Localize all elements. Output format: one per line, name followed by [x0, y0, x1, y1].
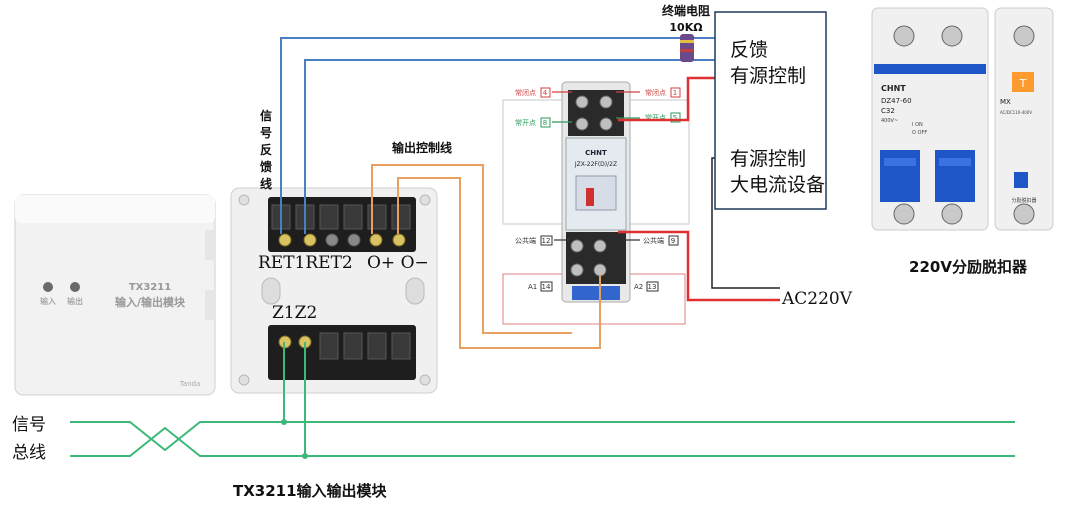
wires: [70, 37, 1015, 457]
input-led-label: 输入: [40, 296, 56, 306]
relay-nc-right-num: 1: [673, 89, 677, 97]
bus-node-z2: [302, 453, 308, 459]
bus-line-2: [70, 426, 1015, 457]
module-base: [230, 187, 438, 394]
breaker-handle-right: [935, 150, 975, 202]
sfl-char-5: 线: [260, 176, 272, 191]
signal-feedback-line-label: 信 号 反 馈 线: [260, 108, 272, 191]
breaker-on-label: I ON: [912, 122, 923, 128]
module-model: TX3211: [129, 282, 171, 293]
red-wire-active-control: [618, 76, 728, 122]
input-led: [43, 282, 53, 292]
relay-coil-right-num: 13: [648, 283, 657, 291]
breaker-voltage: 400V~: [881, 118, 898, 124]
breaker-handle-left: [880, 150, 920, 202]
breaker-caption: 220V分励脱扣器: [909, 258, 1028, 276]
aux-voltage: AC/DC110-400V: [1000, 110, 1032, 115]
relay-coil-right: A2: [634, 283, 643, 291]
svg-text:T: T: [1019, 77, 1027, 90]
resistor-value: 10KΩ: [669, 21, 703, 34]
label-terminal-z: Z1Z2: [272, 303, 317, 323]
relay: CHNT JZX-22F(D)/2Z 常闭点 4 常闭点 1 常开点 8 常开点…: [502, 81, 690, 325]
label-active-control-1: 有源控制: [730, 65, 806, 87]
label-active-control-2: 有源控制: [730, 148, 806, 170]
label-feedback: 反馈: [730, 39, 768, 61]
relay-no-left-num: 8: [543, 119, 547, 127]
relay-com-left-num: 12: [542, 237, 551, 245]
bus-node-z1: [281, 419, 287, 425]
relay-coil-left: A1: [528, 283, 537, 291]
breaker-model: DZ47-60: [881, 97, 912, 105]
label-ac220v: AC220V: [781, 289, 853, 309]
relay-brand: CHNT: [585, 149, 607, 157]
relay-com-left: 公共端: [515, 236, 536, 245]
relay-no-left: 常开点: [515, 118, 536, 127]
relay-com-right: 公共端: [643, 236, 664, 245]
orange-wire-ominus: [397, 177, 601, 349]
aux-model: MX: [1000, 98, 1011, 106]
relay-no-right: 常开点: [645, 113, 666, 122]
label-high-current-device: 大电流设备: [730, 174, 825, 196]
label-signal: 信号: [12, 415, 46, 435]
orange-wire-oplus: [371, 164, 572, 334]
module-brand: Tanda: [179, 380, 201, 388]
label-terminal-out: O+ O−: [367, 253, 429, 273]
breaker: CHNT DZ47-60 C32 400V~ I ON O OFF T MX A…: [871, 7, 1054, 231]
relay-model: JZX-22F(D)/2Z: [574, 161, 617, 168]
breaker-rating: C32: [881, 107, 895, 115]
breaker-brand: CHNT: [881, 84, 906, 93]
output-led: [70, 282, 80, 292]
module-front: 输入 输出 TX3211 输入/输出模块 Tanda: [14, 194, 216, 396]
output-led-label: 输出: [67, 296, 83, 306]
relay-nc-right: 常闭点: [645, 88, 666, 97]
sfl-char-2: 号: [260, 125, 272, 140]
label-terminal-ret: RET1RET2: [258, 253, 353, 273]
relay-coil-left-num: 14: [542, 283, 551, 291]
relay-com-right-num: 9: [671, 237, 675, 245]
sfl-char-3: 反: [260, 142, 272, 157]
bus-line-1: [70, 421, 1015, 452]
red-wire-ac220v: [618, 230, 780, 302]
label-bus: 总线: [12, 443, 46, 463]
sfl-char-4: 馈: [260, 159, 272, 174]
aux-name: 分励脱扣器: [1011, 197, 1036, 204]
resistor-title: 终端电阻: [662, 3, 710, 18]
module-name: 输入/输出模块: [115, 295, 186, 309]
device-box: [714, 11, 827, 210]
blue-wire-ret2: [304, 59, 728, 234]
relay-nc-left: 常闭点: [515, 88, 536, 97]
blue-wire-ret1: [280, 37, 728, 234]
resistor-icon: [680, 34, 694, 62]
label-output-control-line: 输出控制线: [392, 140, 452, 155]
module-caption: TX3211输入输出模块: [233, 482, 388, 500]
sfl-char-1: 信: [260, 108, 272, 123]
relay-no-right-num: 5: [673, 114, 677, 122]
relay-nc-left-num: 4: [543, 89, 548, 97]
breaker-off-label: O OFF: [912, 130, 927, 136]
